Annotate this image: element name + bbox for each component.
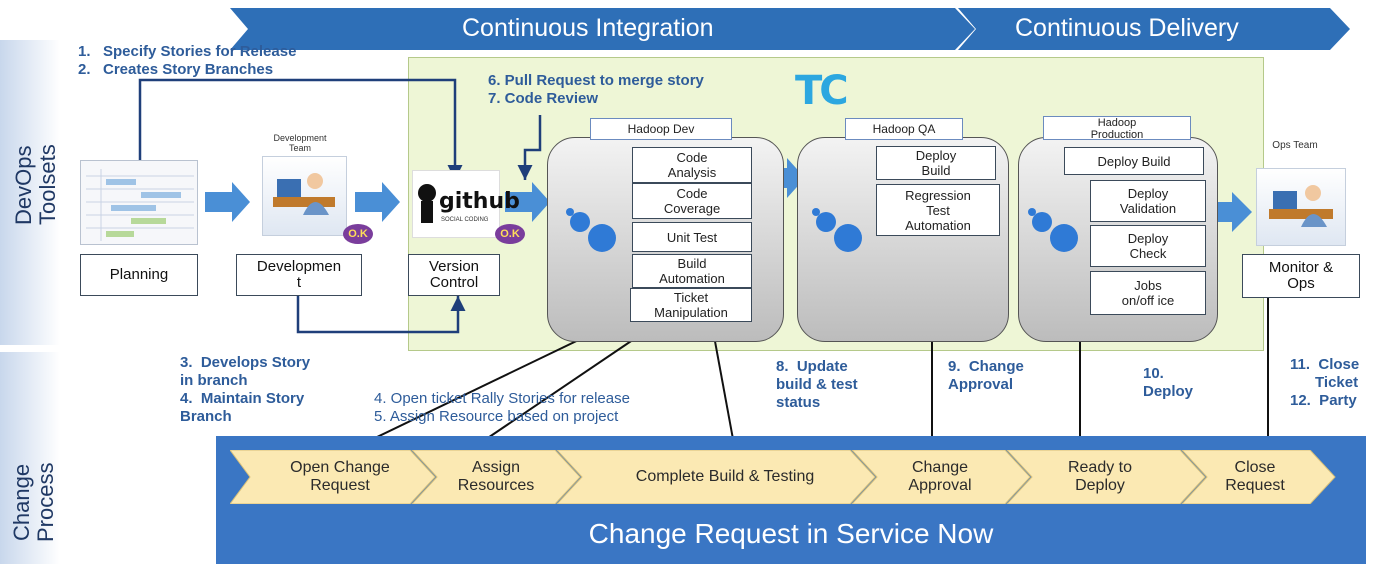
teamcity-logo: TC — [795, 68, 855, 114]
process-banner — [230, 8, 1350, 50]
github-wordmark: github — [439, 189, 520, 214]
prod-gears-icon — [1028, 208, 1078, 252]
dev-step-unit-test: Unit Test — [632, 222, 752, 252]
change-approval-note: 9. Change Approval — [948, 358, 1024, 393]
teamcity-logo-text: TC — [795, 68, 849, 114]
qa-step-deploy-build: Deploy Build — [876, 146, 996, 180]
prod-step-deploy-validation: Deploy Validation — [1090, 180, 1206, 222]
planning-board-image — [80, 160, 198, 245]
hadoop-dev-title: Hadoop Dev — [590, 118, 732, 140]
developer-figure — [262, 156, 347, 236]
hadoop-prod-title: Hadoop Production — [1043, 116, 1191, 140]
qa-step-regression: Regression Test Automation — [876, 184, 1000, 236]
ok-badge-github: O.K — [495, 224, 525, 244]
chevron-complete-build: Complete Build & Testing — [635, 468, 815, 485]
ci-banner-label: Continuous Integration — [462, 14, 714, 42]
prod-step-deploy-build: Deploy Build — [1064, 147, 1204, 175]
change-strip — [0, 352, 60, 564]
development-caption: Development Team — [273, 133, 327, 153]
chevron-change-approval: Change Approval — [908, 459, 972, 494]
tickets-note: 4. Open ticket Rally Stories for release… — [374, 390, 630, 425]
ops-caption: Ops Team — [1272, 140, 1318, 151]
cd-banner-label: Continuous Delivery — [1015, 14, 1239, 42]
planning-label: Planning — [80, 254, 198, 296]
update-build-note: 8. Update build & test status — [776, 358, 858, 411]
pull-request-note: 6. Pull Request to merge story 7. Code R… — [488, 72, 704, 107]
chevron-ready-deploy: Ready to Deploy — [1067, 459, 1133, 494]
monitor-ops-label: Monitor & Ops — [1242, 254, 1360, 298]
github-subtitle: SOCIAL CODING — [441, 217, 489, 223]
chevron-open-change: Open Change Request — [290, 459, 390, 494]
ops-figure — [1256, 168, 1346, 246]
dev-step-build-automation: Build Automation — [632, 254, 752, 288]
prod-step-jobs: Jobs on/off ice — [1090, 271, 1206, 315]
dev-step-code-coverage: Code Coverage — [632, 183, 752, 219]
version-control-label: Version Control — [408, 254, 500, 296]
change-chevrons — [230, 450, 1336, 504]
github-logo: github SOCIAL CODING — [412, 170, 520, 238]
dev-step-code-analysis: Code Analysis — [632, 147, 752, 183]
chevron-assign-resources: Assign Resources — [457, 459, 535, 494]
dev-gears-icon — [566, 208, 616, 252]
dev-step-ticket-manipulation: Ticket Manipulation — [630, 288, 752, 322]
ok-badge-dev: O.K — [343, 224, 373, 244]
close-note: 11. Close Ticket 12. Party — [1290, 356, 1360, 409]
prod-step-deploy-check: Deploy Check — [1090, 225, 1206, 267]
devops-strip — [0, 40, 60, 345]
qa-gears-icon — [812, 208, 862, 252]
deploy-note: 10. Deploy — [1143, 365, 1194, 400]
development-label: Developmen t — [236, 254, 362, 296]
chevron-close-request: Close Request — [1225, 459, 1285, 494]
change-process-title: Change Request in Service Now — [588, 518, 994, 549]
planning-steps-note: 1. Specify Stories for Release 2. Create… — [78, 43, 297, 78]
develops-note: 3. Develops Story in branch 4. Maintain … — [180, 354, 311, 425]
hadoop-qa-title: Hadoop QA — [845, 118, 963, 140]
